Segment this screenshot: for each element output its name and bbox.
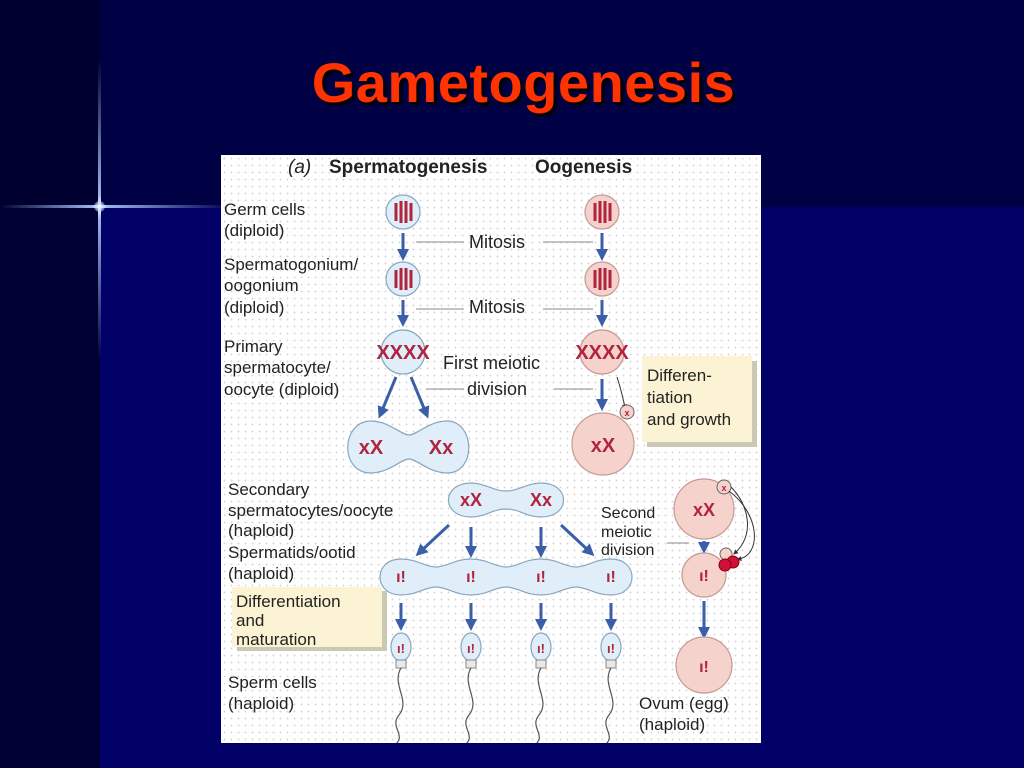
egg-ootid: ı! — [681, 552, 727, 598]
panel-gap — [221, 465, 223, 475]
svg-text:Xx: Xx — [429, 437, 453, 459]
spermatids-cell: ı! ı! ı! ı! — [379, 558, 633, 596]
diff-maturation-callout — [232, 587, 382, 647]
sperm-primary-spermatocyte: XXXX — [376, 329, 430, 375]
secondary-label: Secondary — [228, 480, 310, 499]
first-meiotic-label: First meiotic — [443, 353, 540, 373]
sperm-cells-ploidy: (haploid) — [228, 694, 294, 713]
svg-text:xX: xX — [460, 490, 482, 510]
sperm-arrow-split-left — [377, 376, 398, 419]
svg-text:ı!: ı! — [466, 569, 476, 586]
slide-title: Gametogenesis — [311, 51, 736, 114]
oogonium-label: oogonium — [224, 276, 299, 295]
diff-growth-line2: tiation — [647, 388, 692, 407]
background-corner — [0, 0, 100, 207]
spermatids-label: Spermatids/ootid — [228, 543, 356, 562]
second-meiotic-line2: meiotic — [601, 524, 652, 541]
mitosis-2-label: Mitosis — [469, 297, 525, 317]
gametogenesis-figure: (a) Spermatogenesis Oogenesis Germ cells… — [221, 155, 761, 743]
primary-spermatocyte-label: spermatocyte/ — [224, 358, 331, 377]
light-flare-horizontal — [0, 205, 230, 208]
sperm-cell-4: ı! — [600, 632, 622, 743]
diff-maturation-line2: and — [236, 611, 264, 630]
sperm-cell-3: ı! — [530, 632, 552, 743]
svg-text:ı!: ı! — [536, 569, 546, 586]
svg-text:ı!: ı! — [607, 641, 615, 656]
sperm-cells-label: Sperm cells — [228, 673, 317, 692]
svg-text:XXXX: XXXX — [376, 342, 430, 364]
egg-primary-oocyte: XXXX — [575, 329, 629, 375]
sperm-germ-cell — [385, 194, 421, 230]
secondary-ploidy: (haploid) — [228, 521, 294, 540]
diff-maturation-line3: maturation — [236, 630, 316, 649]
ovum-cell: ı! — [675, 636, 733, 694]
svg-text:xX: xX — [591, 435, 616, 457]
diff-growth-line3: and growth — [647, 410, 731, 429]
second-polar-bodies — [718, 547, 740, 572]
second-meiotic-line3: division — [601, 542, 654, 559]
panel-label: (a) — [288, 157, 311, 178]
sperm-dividing-cell: xX Xx — [347, 420, 470, 474]
polar-body-arrow-3 — [728, 490, 755, 562]
svg-text:ı!: ı! — [606, 569, 616, 586]
secondary-spermatocytes-cell: xX Xx — [447, 482, 565, 518]
svg-text:ı!: ı! — [699, 659, 709, 676]
diff-growth-line1: Differen- — [647, 366, 712, 385]
spermatogenesis-heading: Spermatogenesis — [329, 157, 487, 178]
primary-oocyte-label: oocyte (diploid) — [224, 380, 339, 399]
germ-cells-ploidy: (diploid) — [224, 221, 284, 240]
gametogenesis-diagram: (a) Spermatogenesis Oogenesis Germ cells… — [221, 157, 757, 743]
svg-text:xX: xX — [693, 500, 715, 520]
svg-text:x: x — [721, 483, 726, 493]
ovum-label: Ovum (egg) — [639, 694, 729, 713]
svg-text:ı!: ı! — [537, 641, 545, 656]
svg-text:x: x — [624, 408, 629, 418]
second-meiotic-line1: Second — [601, 505, 655, 522]
primary-label: Primary — [224, 337, 283, 356]
spermatogonium-label: Spermatogonium/ — [224, 255, 358, 274]
egg-oogonium — [584, 261, 620, 297]
polar-body-arrow-2 — [730, 486, 748, 555]
svg-text:ı!: ı! — [699, 568, 709, 585]
svg-text:Xx: Xx — [530, 490, 552, 510]
egg-germ-cell — [584, 194, 620, 230]
svg-text:xX: xX — [359, 437, 384, 459]
diff-growth-callout — [642, 356, 752, 442]
sperm-cell-2: ı! — [460, 632, 482, 743]
secondary-spermatocytes-label: spermatocytes/oocyte — [228, 501, 393, 520]
svg-text:ı!: ı! — [396, 569, 406, 586]
ovum-ploidy: (haploid) — [639, 715, 705, 734]
mitosis-1-label: Mitosis — [469, 232, 525, 252]
sperm-arrow-split-right — [409, 376, 430, 419]
spermatids-ploidy: (haploid) — [228, 564, 294, 583]
sec-arrow-1 — [415, 523, 451, 557]
first-polar-body: x — [619, 404, 635, 420]
germ-cells-label: Germ cells — [224, 200, 305, 219]
polar-body-arrow-1 — [616, 376, 627, 410]
svg-text:ı!: ı! — [397, 641, 405, 656]
sperm-cell-1: ı! — [390, 632, 412, 743]
oogenesis-heading: Oogenesis — [535, 157, 632, 178]
svg-text:XXXX: XXXX — [575, 342, 629, 364]
diff-maturation-line1: Differentiation — [236, 592, 341, 611]
egg-secondary-oocyte: xX — [673, 478, 735, 540]
egg-secondary-oocyte-large: xX — [571, 412, 635, 476]
polar-body-top: x — [716, 479, 732, 495]
light-flare-center — [94, 201, 105, 212]
spermatogonium-ploidy: (diploid) — [224, 298, 284, 317]
sec-arrow-4 — [559, 523, 595, 557]
sperm-spermatogonium — [385, 261, 421, 297]
first-meiotic-division-label: division — [467, 379, 527, 399]
svg-text:ı!: ı! — [467, 641, 475, 656]
